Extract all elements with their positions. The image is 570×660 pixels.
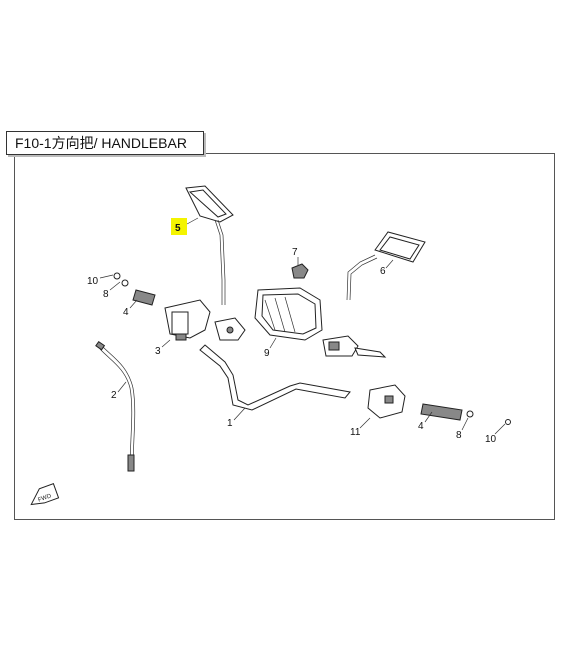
- nut: [291, 263, 309, 279]
- callout-10-right: 10: [485, 434, 497, 445]
- callout-6: 6: [380, 266, 386, 277]
- right-bar-end-weight: [466, 410, 474, 418]
- direction-stamp-label: FWD: [37, 493, 53, 504]
- callout-11: 11: [350, 427, 361, 438]
- callout-10-left: 10: [87, 276, 99, 287]
- callout-3: 3: [155, 346, 161, 357]
- callout-1: 1: [227, 418, 233, 429]
- left-grip: [132, 289, 156, 306]
- callout-7: 7: [292, 247, 298, 258]
- left-bar-end-weight: [113, 272, 121, 280]
- callout-4-right: 4: [418, 421, 424, 432]
- highlight-marker: [171, 218, 187, 235]
- callout-4-left: 4: [123, 307, 129, 318]
- handlebar-cover: [254, 287, 323, 341]
- right-bar-end-screw: [505, 419, 511, 425]
- callout-5: 5: [175, 223, 181, 234]
- brake-master-cylinder: [322, 335, 387, 358]
- throttle-cable: [95, 340, 136, 472]
- left-switch-housing: [164, 299, 246, 341]
- diagram-frame: [14, 153, 555, 520]
- leader-lines: [99, 217, 506, 435]
- diagram-title: F10-1方向把/ HANDLEBAR: [6, 131, 204, 155]
- left-mirror: [185, 185, 234, 305]
- direction-stamp: FWD: [30, 483, 60, 506]
- callout-8-right: 8: [456, 430, 462, 441]
- callout-9: 9: [264, 348, 270, 359]
- right-switch-housing: [367, 384, 406, 419]
- callout-2: 2: [111, 390, 117, 401]
- right-grip: [420, 403, 463, 421]
- handlebar-tube: [199, 344, 351, 411]
- left-bar-end-screw: [121, 279, 129, 287]
- callout-8-left: 8: [103, 289, 109, 300]
- right-mirror: [346, 231, 426, 301]
